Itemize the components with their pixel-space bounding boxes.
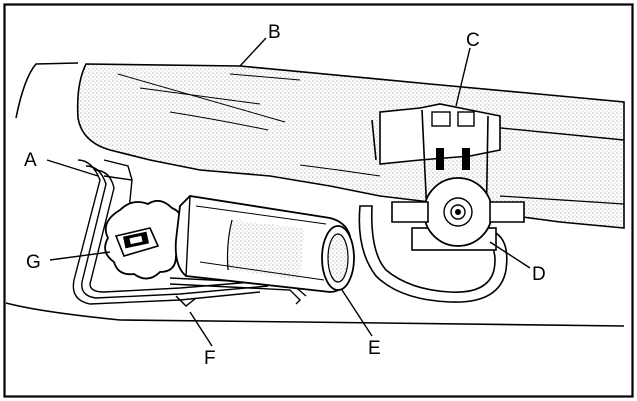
- pivot-assembly: [358, 177, 525, 303]
- mounting-bracket: [371, 103, 501, 237]
- wiring-harness: [72, 159, 307, 307]
- cowl-panel-outline: [5, 62, 625, 327]
- leader-g: [49, 251, 111, 261]
- callout-e: E: [368, 338, 381, 359]
- leader-b: [239, 37, 267, 67]
- leader-f: [189, 311, 213, 347]
- callout-c: C: [466, 30, 480, 51]
- figure-frame: [3, 3, 634, 398]
- callout-b: B: [268, 22, 281, 43]
- leader-e: [341, 289, 373, 337]
- leader-c: [455, 47, 471, 107]
- wiper-motor: [174, 195, 355, 293]
- leader-d: [489, 241, 531, 269]
- callout-a: A: [24, 150, 37, 171]
- callout-d: D: [532, 264, 546, 285]
- callout-g: G: [26, 252, 41, 273]
- motor-gear-cap: [104, 199, 186, 280]
- callout-f: F: [204, 348, 216, 369]
- leader-a: [46, 159, 99, 177]
- leader-lines: [46, 37, 531, 347]
